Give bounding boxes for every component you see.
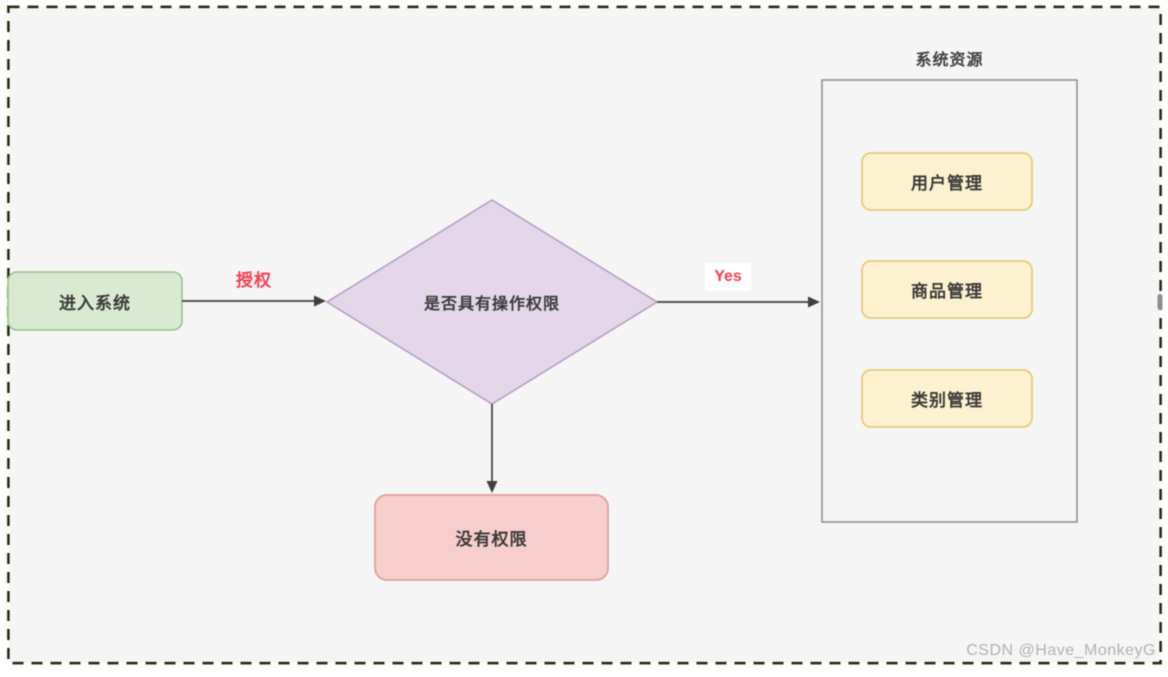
resources-container-box <box>821 79 1078 523</box>
denied-node-shape <box>374 494 609 581</box>
edge-authorize-arrowhead <box>314 295 326 307</box>
resource-item-shape-categories <box>861 369 1033 428</box>
edge-no-arrowhead <box>486 481 498 493</box>
scrollbar-thumb[interactable] <box>1157 294 1163 310</box>
start-node-shape <box>7 271 183 331</box>
csdn-watermark: CSDN @Have_MonkeyG <box>966 642 1156 659</box>
edge-yes-arrowhead <box>808 296 820 308</box>
resource-item-shape-users <box>861 152 1033 211</box>
resource-item-shape-products <box>861 260 1033 319</box>
